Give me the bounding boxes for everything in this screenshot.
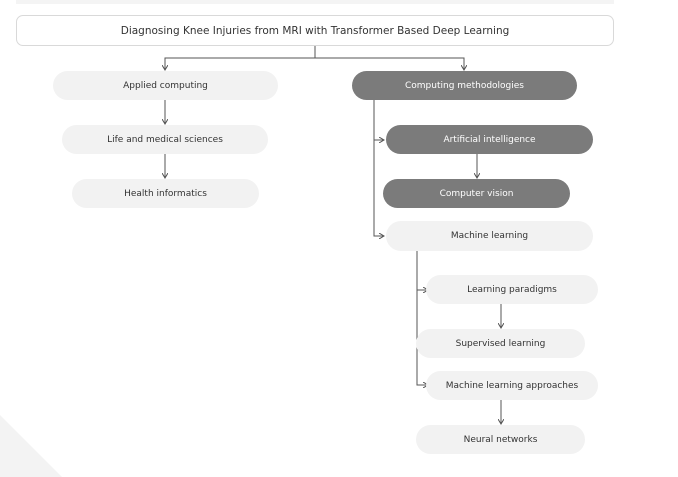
node-supervised-learning[interactable]: Supervised learning [416,329,585,358]
link-methods-ml [373,140,384,236]
background-corner-shape [0,415,62,477]
node-label: Health informatics [124,188,207,199]
node-applied-computing[interactable]: Applied computing [53,71,278,100]
node-label: Neural networks [463,434,538,445]
node-computer-vision[interactable]: Computer vision [383,179,570,208]
node-learning-paradigms[interactable]: Learning paradigms [426,275,598,304]
node-label: Applied computing [123,80,208,91]
node-label: Computing methodologies [405,80,524,91]
node-label: Learning paradigms [467,284,557,295]
link-methods-ai [373,100,384,140]
node-machine-learning[interactable]: Machine learning [386,221,593,251]
node-label: Machine learning approaches [445,380,579,391]
node-artificial-intelligence[interactable]: Artificial intelligence [386,125,593,154]
node-life-medical-sciences[interactable]: Life and medical sciences [62,125,268,154]
node-computing-methodologies[interactable]: Computing methodologies [352,71,577,100]
node-label: Machine learning [450,231,529,241]
link-ml-approaches [416,290,428,385]
root-label: Diagnosing Knee Injuries from MRI with T… [120,24,510,37]
node-health-informatics[interactable]: Health informatics [72,179,259,208]
link-root-right [315,57,464,70]
node-neural-networks[interactable]: Neural networks [416,425,585,454]
link-root [165,46,316,70]
node-label: Supervised learning [455,338,546,349]
node-label: Life and medical sciences [107,134,223,145]
root-node[interactable]: Diagnosing Knee Injuries from MRI with T… [16,15,614,46]
node-label: Computer vision [439,188,514,199]
node-machine-learning-approaches[interactable]: Machine learning approaches [426,371,598,400]
top-edge-strip [16,0,614,4]
node-label: Artificial intelligence [443,134,536,145]
